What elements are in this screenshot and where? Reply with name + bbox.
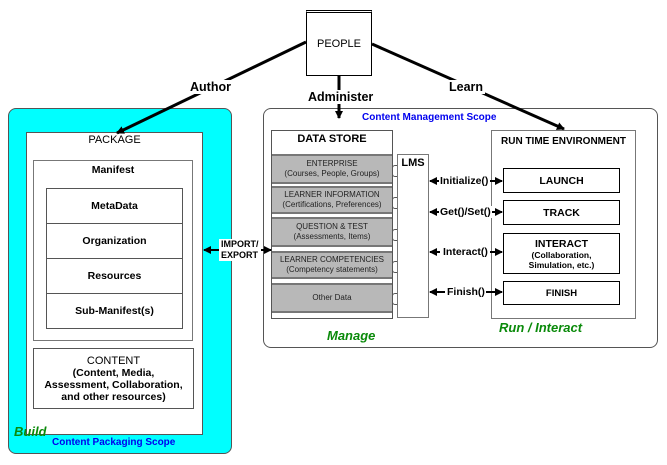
call-get-set: Get()/Set(): [439, 206, 492, 218]
data-item-detail: (Competency statements): [286, 265, 378, 274]
rte-item-title: INTERACT: [534, 237, 589, 250]
content-line: Assessment, Collaboration,: [44, 378, 183, 391]
content-title: CONTENT: [86, 354, 141, 367]
import-export-label: IMPORT/ EXPORT: [219, 239, 261, 261]
administer-label: Administer: [306, 90, 376, 104]
content-box: CONTENT (Content, Media, Assessment, Col…: [33, 348, 194, 409]
rte-item-launch: LAUNCH: [503, 168, 620, 193]
data-store-item-enterprise: ENTERPRISE(Courses, People, Groups): [272, 154, 392, 184]
manifest-item-sub-manifests: Sub-Manifest(s): [46, 293, 183, 329]
rte-item-interact: INTERACT(Collaboration, Simulation, etc.…: [503, 233, 620, 274]
data-store-item-learner-information: LEARNER INFORMATION(Certifications, Pref…: [272, 186, 392, 214]
data-item-title: Other Data: [312, 293, 352, 302]
manifest-item-metadata: MetaData: [46, 188, 183, 224]
manifest-item-organization: Organization: [46, 223, 183, 259]
data-store-title: DATA STORE: [297, 133, 367, 145]
call-initialize: Initialize(): [439, 175, 490, 187]
run-interact-phase-label: Run / Interact: [499, 320, 583, 335]
data-store-item-other-data: Other Data: [272, 283, 392, 313]
content-packaging-scope-label: Content Packaging Scope: [52, 437, 176, 448]
call-interact: Interact(): [442, 246, 489, 258]
rte-item-finish: FINISH: [503, 281, 620, 305]
rte-item-track: TRACK: [503, 200, 620, 225]
data-store-item-question-test: QUESTION & TEST(Assessments, Items): [272, 217, 392, 247]
content-line: and other resources): [61, 390, 166, 403]
lms-box: [397, 154, 429, 318]
manifest-title: Manifest: [91, 164, 135, 176]
manifest-item-resources: Resources: [46, 258, 183, 294]
call-finish: Finish(): [446, 286, 486, 298]
lms-label: LMS: [401, 157, 425, 169]
learn-label: Learn: [447, 80, 486, 94]
people-box: PEOPLE: [306, 10, 372, 76]
data-item-title: QUESTION & TEST: [296, 222, 368, 231]
content-management-scope-label: Content Management Scope: [362, 112, 497, 123]
data-item-detail: (Assessments, Items): [293, 232, 371, 241]
data-item-title: LEARNER COMPETENCIES: [279, 255, 385, 264]
author-label: Author: [188, 80, 233, 94]
data-item-title: LEARNER INFORMATION: [284, 190, 380, 199]
run-time-environment-title: RUN TIME ENVIRONMENT: [501, 136, 626, 147]
data-item-title: ENTERPRISE: [306, 159, 358, 168]
rte-item-detail: (Collaboration, Simulation, etc.): [528, 249, 595, 270]
import-label: IMPORT/: [221, 239, 259, 249]
manage-phase-label: Manage: [327, 328, 376, 343]
data-store-item-learner-competencies: LEARNER COMPETENCIES(Competency statemen…: [272, 251, 392, 279]
export-label: EXPORT: [221, 250, 259, 260]
data-item-detail: (Courses, People, Groups): [284, 169, 380, 178]
content-line: (Content, Media,: [72, 366, 155, 379]
package-title: PACKAGE: [88, 134, 141, 146]
build-phase-label: Build: [14, 424, 47, 439]
data-item-detail: (Certifications, Preferences): [282, 200, 382, 209]
